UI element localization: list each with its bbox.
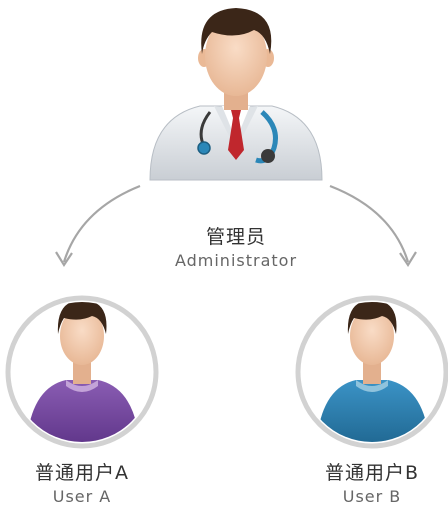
arrow-to-user-b bbox=[329, 184, 417, 268]
user-b-title-zh: 普通用户B bbox=[324, 462, 420, 484]
administrator-title-zh: 管理员 bbox=[205, 226, 266, 248]
administrator-avatar-icon bbox=[149, 8, 323, 181]
user-b-label: 普通用户B User B bbox=[292, 458, 448, 506]
arrow-to-user-a bbox=[55, 184, 141, 268]
user-b-avatar-icon bbox=[295, 295, 448, 449]
user-a-label: 普通用户A User A bbox=[2, 458, 162, 506]
user-b-title-en: User B bbox=[342, 487, 402, 506]
user-a-avatar-icon bbox=[5, 295, 159, 449]
user-a-title-zh: 普通用户A bbox=[35, 462, 129, 484]
administrator-title-en: Administrator bbox=[174, 251, 298, 270]
administrator-label: 管理员 Administrator bbox=[136, 222, 336, 270]
user-a-title-en: User A bbox=[52, 487, 112, 506]
